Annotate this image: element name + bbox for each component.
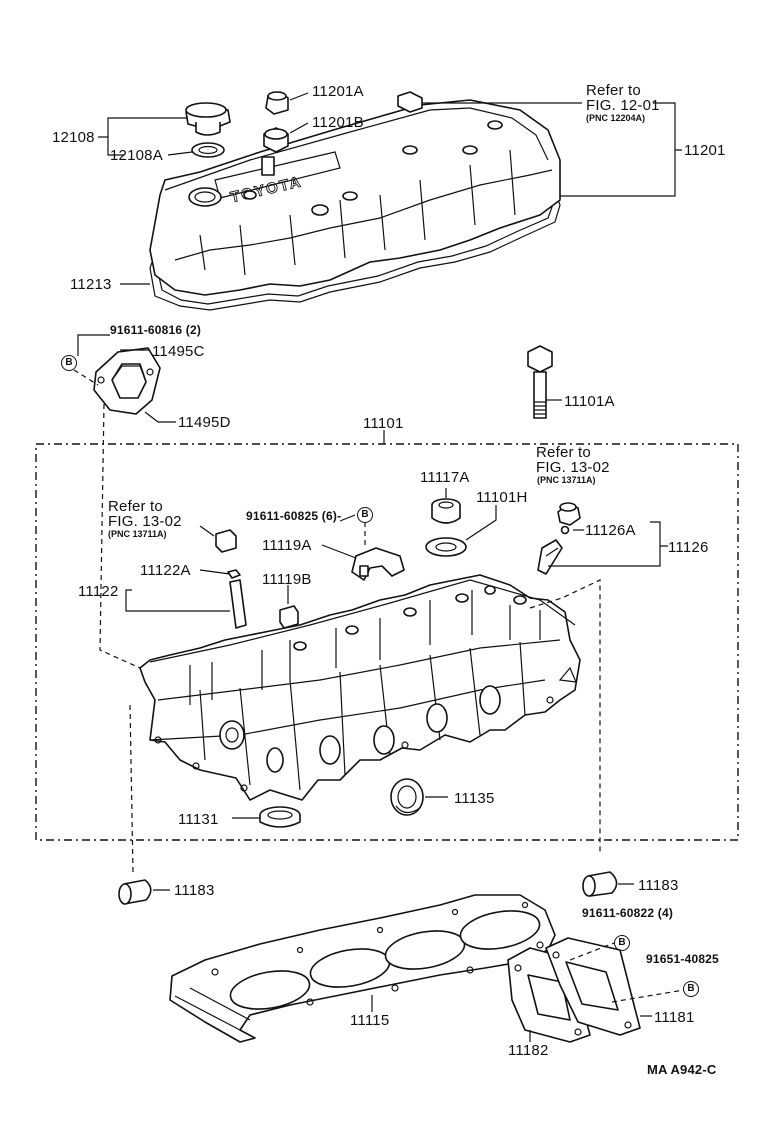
marker-b-3: B: [614, 935, 630, 951]
label-11126: 11126: [668, 539, 709, 556]
label-11201B: 11201B: [312, 114, 364, 131]
label-11495D: 11495D: [178, 414, 231, 431]
oil-filler-cap: [185, 102, 231, 158]
label-11117A: 11117A: [420, 469, 470, 486]
label-11119A: 11119A: [262, 537, 312, 554]
marker-b-2: B: [357, 507, 373, 523]
plug-right: [582, 871, 618, 897]
ref-right-pnc: (PNC 13711A): [537, 475, 596, 485]
ref-top-line1: Refer to: [586, 82, 641, 99]
diagram-code: MA A942-C: [647, 1062, 717, 1077]
label-11183-left: 11183: [174, 882, 215, 899]
label-12108A: 12108A: [110, 147, 163, 164]
ref-left-pnc: (PNC 13711A): [108, 529, 167, 539]
plug-left: [118, 879, 152, 905]
label-11101H: 11101H: [476, 489, 528, 506]
label-91611-60822: 91611-60822 (4): [582, 906, 674, 920]
label-11119B: 11119B: [262, 571, 312, 588]
water-outlet: [93, 347, 161, 415]
ref-left-line1: Refer to: [108, 498, 163, 515]
label-11201: 11201: [684, 142, 726, 159]
exhaust-gasket-11181: [545, 937, 641, 1036]
ref-right-line1: Refer to: [536, 444, 591, 461]
label-11182: 11182: [508, 1042, 549, 1059]
head-bolt: [527, 345, 553, 419]
cylinder-head: [139, 574, 581, 801]
label-11495C: 11495C: [152, 343, 205, 360]
label-11213: 11213: [70, 276, 112, 293]
label-11183-right: 11183: [638, 877, 679, 894]
label-11101A: 11101A: [564, 393, 615, 410]
label-11131: 11131: [178, 811, 219, 828]
marker-b-4: B: [683, 981, 699, 997]
label-11101: 11101: [363, 415, 404, 432]
head-gasket: [169, 894, 556, 1043]
ref-top-line2: FIG. 12-01: [586, 97, 660, 114]
oil-seal-11131: [259, 806, 301, 828]
ref-left-line2: FIG. 13-02: [108, 513, 182, 530]
label-11201A: 11201A: [312, 83, 364, 100]
ref-top-pnc: (PNC 12204A): [586, 113, 646, 123]
label-91651-40825: 91651-40825: [646, 952, 719, 966]
label-91611-60825: 91611-60825 (6)-: [246, 509, 342, 523]
label-11135: 11135: [454, 790, 495, 807]
marker-b-1: B: [61, 355, 77, 371]
label-11126A: 11126A: [585, 522, 636, 539]
label-12108: 12108: [52, 129, 95, 146]
oil-seal-11135: [390, 778, 424, 816]
ref-right-line2: FIG. 13-02: [536, 459, 610, 476]
label-91611-60816: 91611-60816 (2): [110, 323, 202, 337]
label-11181: 11181: [654, 1009, 695, 1026]
label-11115: 11115: [350, 1012, 390, 1029]
valve-cover: TOYOTA: [149, 99, 561, 296]
label-11122A: 11122A: [140, 562, 191, 579]
label-11122: 11122: [78, 583, 119, 600]
